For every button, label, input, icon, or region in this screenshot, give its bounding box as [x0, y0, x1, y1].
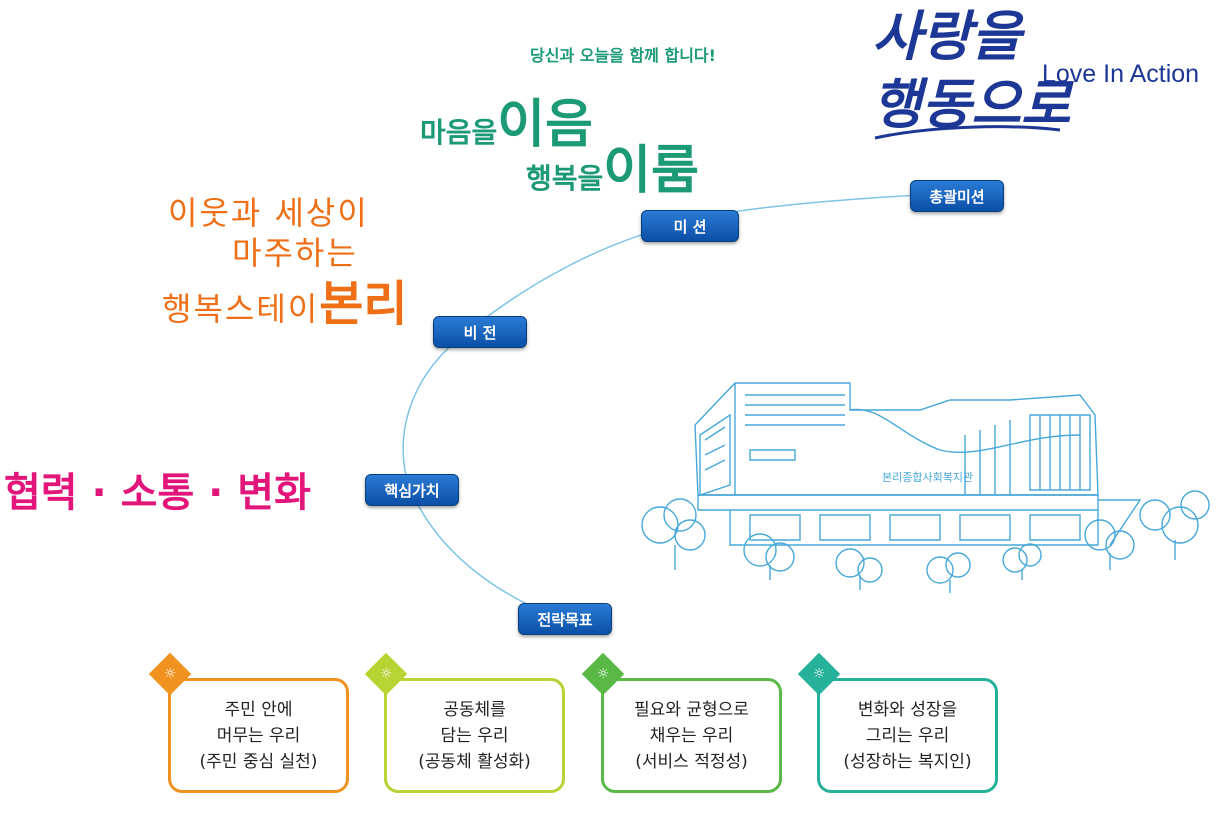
core-values-text: 협력 · 소통 · 변화	[4, 470, 311, 516]
vision-line2: 마주하는	[232, 234, 358, 272]
goal-card-line1: 변화와 성장을	[857, 699, 958, 720]
goal-card-line3: (주민 중심 실천)	[199, 751, 318, 772]
goal-card-3: ☼ 필요와 균형으로 채우는 우리 (서비스 적정성)	[581, 652, 782, 793]
goal-card-line1: 주민 안에	[224, 699, 293, 720]
vision-line1: 이웃과 세상이	[168, 194, 369, 232]
goal-card-2: ☼ 공동체를 담는 우리 (공동체 활성화)	[364, 652, 565, 793]
brand-slogan: 사랑을 행동으로	[872, 4, 1071, 136]
goal-card-line3: (공동체 활성화)	[418, 751, 531, 772]
brand-english: Love In Action	[1042, 60, 1200, 88]
tag-mission: 미 션	[641, 210, 739, 242]
goal-card-line3: (서비스 적정성)	[635, 751, 748, 772]
brand-underline	[874, 125, 1061, 140]
goal-card-line2: 그리는 우리	[865, 725, 950, 746]
building-illustration	[641, 382, 1210, 593]
building-sign: 본리종합사회복지관	[882, 471, 974, 484]
mission-line2: 행복을이룸	[526, 141, 699, 201]
tag-strategy: 전략목표	[518, 603, 612, 635]
goal-card-line1: 필요와 균형으로	[634, 699, 749, 720]
slogan-top: 당신과 오늘을 함께 합니다!	[530, 46, 716, 65]
goal-card-line1: 공동체를	[443, 699, 506, 720]
goal-card-4: ☼ 변화와 성장을 그리는 우리 (성장하는 복지인)	[797, 652, 998, 793]
tag-core-values: 핵심가치	[365, 474, 459, 506]
mission-line1: 마음을이음	[420, 95, 593, 155]
tag-chonggwal-mission: 총괄미션	[910, 180, 1004, 212]
goal-card-line2: 머무는 우리	[216, 725, 301, 746]
vision-line3: 행복스테이본리	[162, 276, 408, 332]
goal-card-line2: 담는 우리	[440, 725, 509, 746]
goal-card-line3: (성장하는 복지인)	[843, 751, 972, 772]
tag-vision: 비 전	[433, 316, 527, 348]
goal-card-1: ☼ 주민 안에 머무는 우리 (주민 중심 실천)	[148, 652, 349, 793]
goal-card-line2: 채우는 우리	[649, 725, 734, 746]
